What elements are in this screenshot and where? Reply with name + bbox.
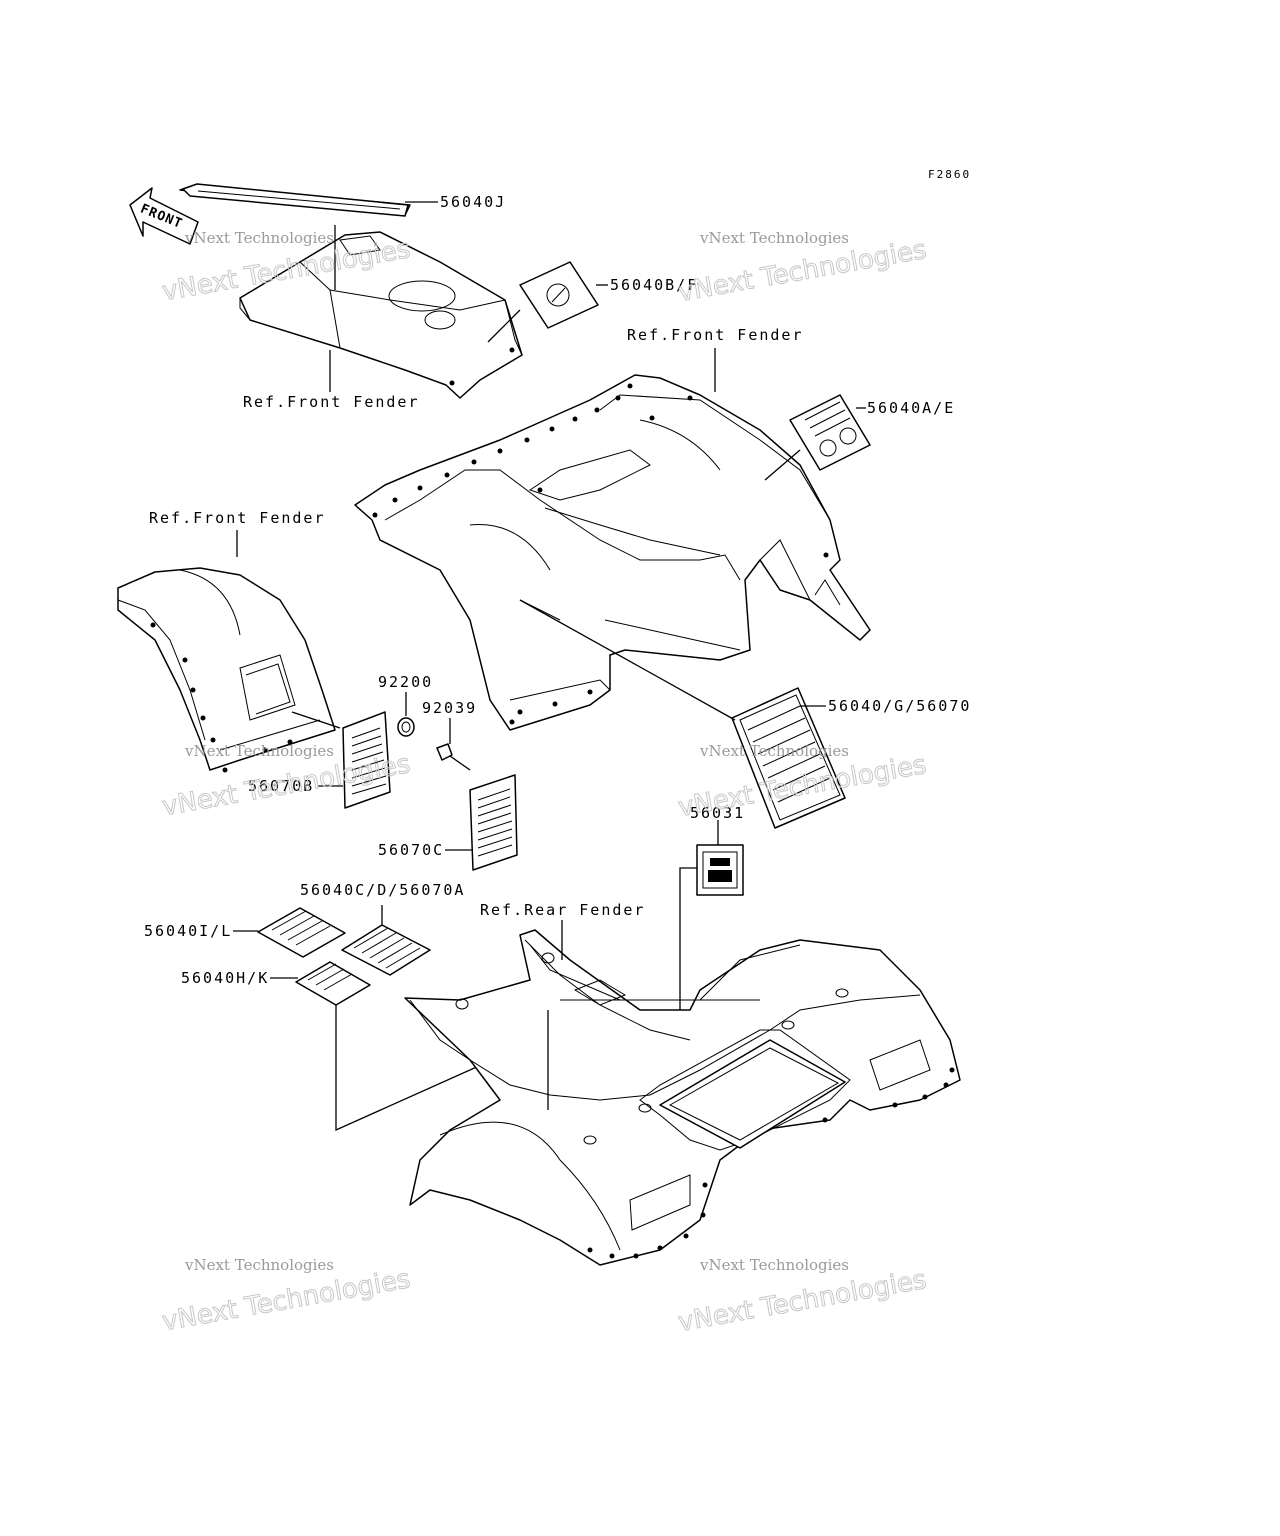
label-56040G56070: 56040/G/56070 — [828, 697, 971, 715]
watermark-mid-left: vNext Technologies vNext Technologies — [159, 742, 413, 823]
label-ref-front-fender-upper: Ref.Front Fender — [627, 326, 804, 344]
decal-56040IL — [257, 907, 346, 958]
figure-code: F2860 — [928, 168, 971, 181]
decal-56040BF — [519, 261, 599, 329]
decal-56040HK — [295, 961, 371, 1006]
decal-56040G56070 — [731, 687, 846, 829]
svg-text:vNext Technologies: vNext Technologies — [676, 1265, 929, 1338]
label-ref-front-fender-left: Ref.Front Fender — [149, 509, 326, 527]
front-fender-left-part — [117, 567, 336, 773]
svg-text:vNext Technologies: vNext Technologies — [699, 229, 849, 247]
svg-text:vNext Technologies: vNext Technologies — [160, 1264, 413, 1337]
decal-56040CD56070A — [341, 924, 431, 976]
rivet-92039 — [436, 743, 471, 771]
label-ref-front-fender-top: Ref.Front Fender — [243, 393, 420, 411]
front-fender-main-part — [354, 374, 871, 731]
rear-fender-part — [404, 929, 961, 1266]
svg-text:vNext Technologies: vNext Technologies — [699, 742, 849, 760]
svg-text:vNext Technologies: vNext Technologies — [184, 229, 334, 247]
watermark-bottom-left: vNext Technologies vNext Technologies — [159, 1256, 413, 1338]
decal-56070B — [342, 711, 391, 809]
svg-text:vNext Technologies: vNext Technologies — [184, 1256, 334, 1274]
label-56040BF: 56040B/F — [610, 276, 698, 294]
label-92039: 92039 — [422, 699, 477, 717]
label-92200: 92200 — [378, 673, 433, 691]
label-56070B: 56070B — [248, 777, 314, 795]
decal-56070C — [469, 774, 518, 871]
label-56040CD56070A: 56040C/D/56070A — [300, 881, 465, 899]
label-ref-rear-fender: Ref.Rear Fender — [480, 901, 645, 919]
label-56040IL: 56040I/L — [144, 922, 232, 940]
svg-text:vNext Technologies: vNext Technologies — [699, 1256, 849, 1274]
decal-56031 — [696, 844, 744, 896]
label-56040J: 56040J — [440, 193, 506, 211]
front-fender-top-part — [239, 231, 523, 399]
watermark-top-right: vNext Technologies vNext Technologies — [676, 229, 930, 308]
decal-56040AE — [789, 394, 871, 471]
label-56031: 56031 — [690, 804, 745, 822]
washer-92200 — [397, 717, 415, 737]
svg-text:vNext Technologies: vNext Technologies — [184, 742, 334, 760]
label-56040AE: 56040A/E — [867, 399, 955, 417]
decal-56040J — [179, 183, 411, 217]
label-56040HK: 56040H/K — [181, 969, 269, 987]
label-56070C: 56070C — [378, 841, 444, 859]
watermark-bottom-right: vNext Technologies vNext Technologies — [676, 1256, 930, 1338]
